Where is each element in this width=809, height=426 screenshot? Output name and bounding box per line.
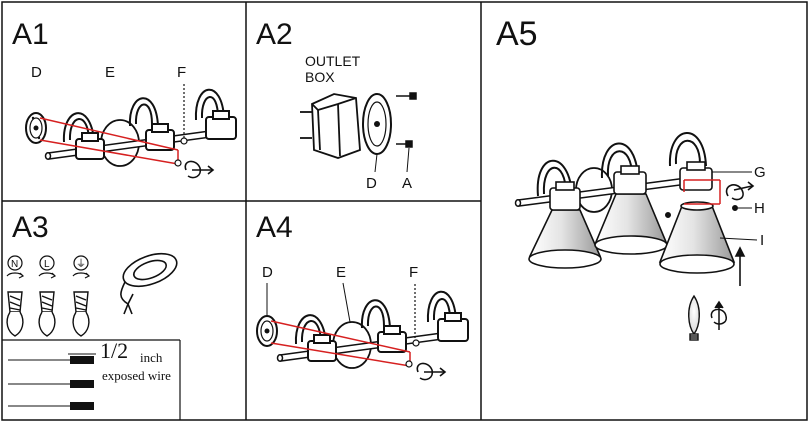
label-a: A	[402, 175, 412, 192]
fixture-bar	[276, 329, 466, 362]
leader-lines	[712, 171, 758, 241]
outlet-box-label-line2: BOX	[305, 69, 335, 85]
svg-text:⏚: ⏚	[76, 258, 86, 270]
glass-shade-1	[528, 181, 602, 269]
svg-text:N: N	[11, 259, 18, 270]
socket-arm-3	[426, 290, 469, 342]
exposed-wire-label: exposed wire	[102, 368, 171, 383]
half-inch-label: 1/2	[100, 338, 128, 363]
screws-f	[174, 84, 188, 167]
mounting-plate-d	[256, 283, 278, 347]
panel-a1: A1 D E F	[12, 18, 237, 179]
panel-a4-title: A4	[256, 211, 293, 244]
up-arrow-icon	[734, 246, 746, 286]
label-d: D	[366, 175, 377, 192]
rotate-arrow-icon	[184, 160, 215, 179]
glass-shade-2	[594, 165, 668, 255]
screws-f	[405, 284, 420, 368]
neutral-symbol-icon: N	[7, 255, 23, 271]
fixture-bar	[44, 127, 234, 160]
label-d: D	[262, 264, 273, 281]
panel-a1-title: A1	[12, 18, 49, 51]
rotate-arrow-icon	[416, 362, 447, 381]
screws-a	[396, 92, 417, 173]
mounting-plate-d	[362, 93, 392, 173]
label-e: E	[105, 64, 115, 81]
panel-a3: A3 N L ⏚	[2, 211, 181, 420]
label-e: E	[336, 264, 346, 281]
mounting-plate-d	[25, 112, 47, 144]
screws-h	[665, 205, 738, 218]
panel-a3-title: A3	[12, 211, 49, 244]
bulb-icon	[688, 294, 700, 341]
svg-text:L: L	[44, 259, 50, 270]
label-d: D	[31, 64, 42, 81]
panel-a5: A5 G H I	[496, 15, 766, 341]
glass-shade-3	[658, 161, 736, 274]
alignment-lines	[683, 179, 721, 205]
panel-a4: A4 D E F	[256, 211, 469, 381]
outlet-box	[300, 93, 361, 159]
panel-a2: A2 OUTLET BOX D A	[256, 18, 417, 192]
exposed-wire-chart: 1/2 inch exposed wire	[2, 338, 181, 420]
ground-symbol-icon: ⏚	[73, 255, 89, 271]
electrical-tape-icon	[120, 252, 178, 315]
panel-a5-title: A5	[496, 15, 538, 53]
rotate-arrow-icon	[725, 181, 755, 201]
twist-arrows-icon	[6, 272, 91, 279]
line-symbol-icon: L	[39, 255, 55, 271]
label-i: I	[760, 232, 764, 249]
label-f: F	[409, 264, 418, 281]
screw-in-arrow-icon	[710, 300, 727, 330]
label-f: F	[177, 64, 186, 81]
label-h: H	[754, 200, 765, 217]
inch-label: inch	[140, 350, 163, 365]
panel-a2-title: A2	[256, 18, 293, 51]
label-g: G	[754, 164, 766, 181]
socket-arm-3	[194, 88, 237, 140]
socket-arm-2	[128, 97, 175, 151]
wire-nuts	[6, 291, 90, 337]
outlet-box-label-line1: OUTLET	[305, 53, 361, 69]
